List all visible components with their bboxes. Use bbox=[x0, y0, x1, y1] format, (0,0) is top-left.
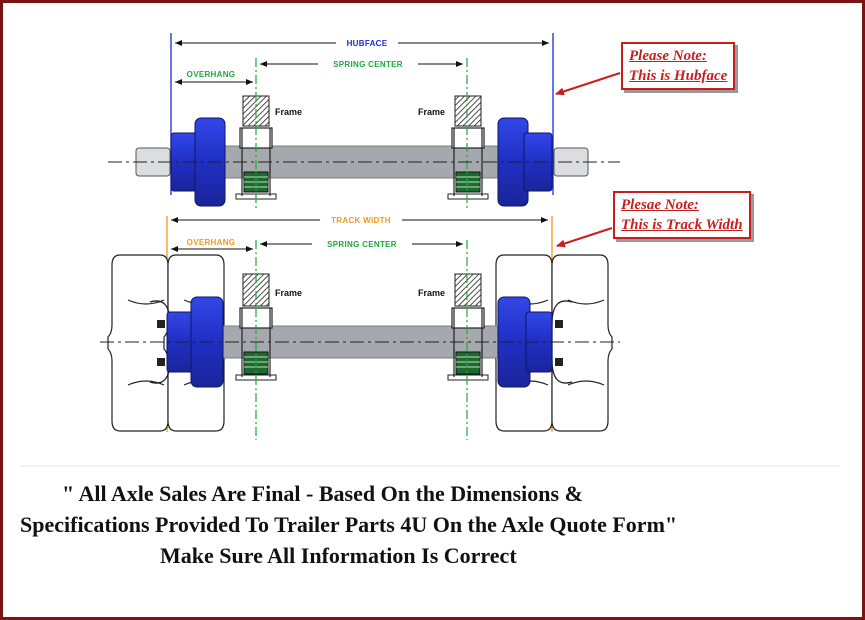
hubface-label: HUBFACE bbox=[347, 39, 388, 48]
axle-diagram: HUBFACE SPRING CENTER OVERHANG Frame Fra… bbox=[20, 33, 840, 467]
top-axle-assembly: HUBFACE SPRING CENTER OVERHANG Frame Fra… bbox=[108, 33, 620, 210]
overhang-label-bottom: OVERHANG bbox=[187, 238, 236, 247]
frame-label-right-top: Frame bbox=[418, 107, 445, 117]
frame-right-top bbox=[454, 95, 482, 127]
frame-right-bottom bbox=[454, 273, 482, 307]
frame-label-left-top: Frame bbox=[275, 107, 302, 117]
spring-right-top bbox=[447, 127, 489, 200]
track-width-note: Plesae Note: This is Track Width bbox=[613, 191, 751, 239]
disclaimer-line3: Make Sure All Information Is Correct bbox=[160, 543, 517, 568]
hubface-note-line1: Please Note: bbox=[629, 48, 707, 64]
spring-right-bottom bbox=[447, 307, 489, 381]
track-width-label: TRACK WIDTH bbox=[331, 216, 391, 225]
lug-nuts bbox=[157, 320, 563, 366]
hubface-note-line2: This is Hubface bbox=[629, 68, 728, 84]
frame-label-left-bottom: Frame bbox=[275, 288, 302, 298]
disclaimer-line1: " All Axle Sales Are Final - Based On th… bbox=[62, 481, 583, 506]
spring-center-label-top: SPRING CENTER bbox=[333, 60, 403, 69]
hubface-note-arrow bbox=[555, 72, 621, 96]
spring-center-label-bottom: SPRING CENTER bbox=[327, 240, 397, 249]
track-width-note-line2: This is Track Width bbox=[621, 217, 743, 233]
frame-label-right-bottom: Frame bbox=[418, 288, 445, 298]
disclaimer-line2: Specifications Provided To Trailer Parts… bbox=[20, 512, 678, 537]
hubface-note: Please Note: This is Hubface bbox=[621, 42, 736, 90]
bottom-axle-assembly: TRACK WIDTH SPRING CENTER OVERHANG bbox=[100, 214, 620, 440]
track-width-note-arrow bbox=[556, 227, 613, 248]
overhang-label-top: OVERHANG bbox=[187, 70, 236, 79]
track-width-note-line1: Plesae Note: bbox=[621, 197, 699, 213]
